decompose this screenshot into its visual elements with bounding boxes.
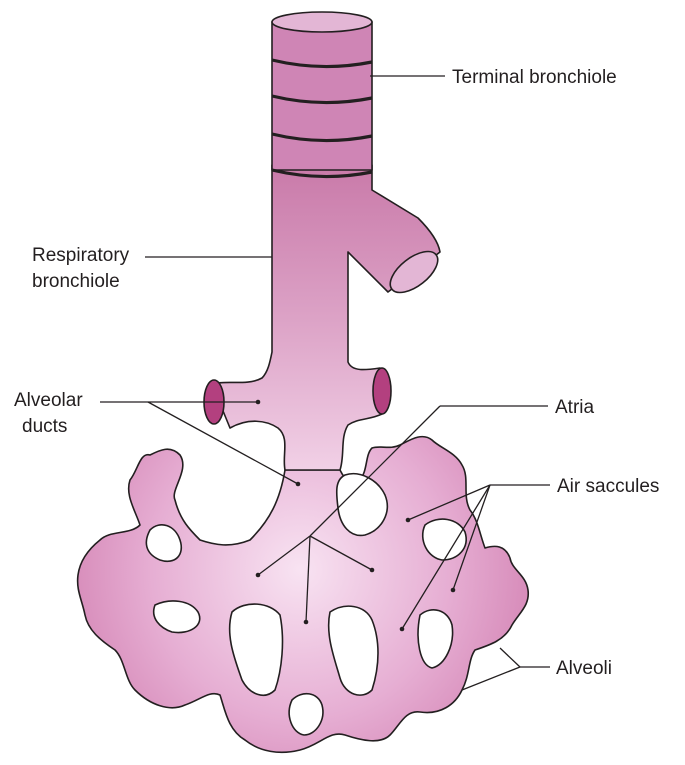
terminal-bronchiole-tube [272, 22, 372, 170]
label-air-saccules: Air saccules [557, 476, 659, 497]
dot-atria-down [304, 620, 309, 625]
dot-saccule-c [451, 588, 456, 593]
right-duct-opening [373, 368, 391, 414]
cloud-gap-right-middle [423, 519, 466, 560]
label-respiratory-bronchiole-2: bronchiole [32, 271, 120, 292]
label-alveolar-ducts-2: ducts [22, 416, 67, 437]
label-atria: Atria [555, 397, 595, 418]
dot-atria-left [256, 573, 261, 578]
dot-atria-right [370, 568, 375, 573]
terminal-bronchiole-opening [272, 12, 372, 32]
label-alveoli: Alveoli [556, 658, 612, 679]
dot-saccule-a [406, 518, 411, 523]
respiratory-bronchiole-tube [212, 165, 440, 470]
dot-duct-center [296, 482, 301, 487]
label-terminal-bronchiole: Terminal bronchiole [452, 67, 617, 88]
dot-saccule-b [400, 627, 405, 632]
leader-alveoli-b [462, 667, 520, 690]
label-respiratory-bronchiole-1: Respiratory [32, 245, 130, 266]
leader-alveoli-a [500, 648, 520, 667]
dot-duct-left [256, 400, 261, 405]
label-alveolar-ducts-1: Alveolar [14, 390, 83, 411]
